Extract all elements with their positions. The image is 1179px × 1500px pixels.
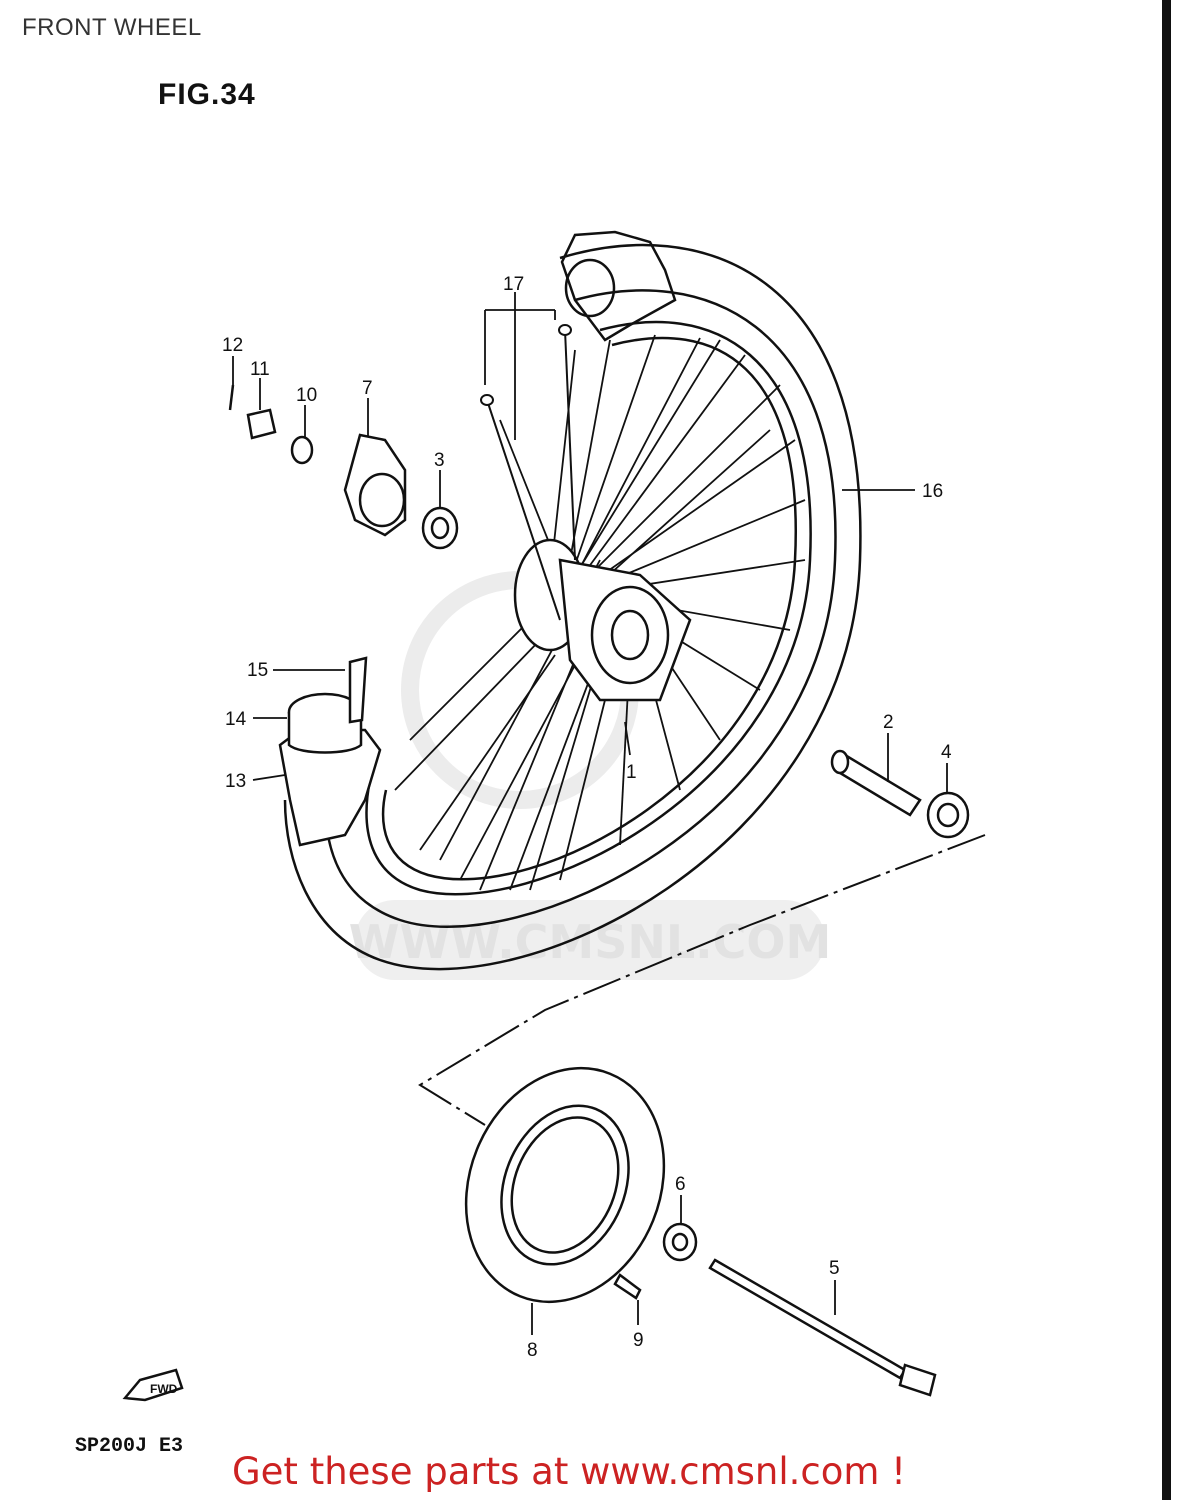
callout-4: 4 <box>941 742 952 763</box>
callout-9: 9 <box>633 1330 644 1351</box>
callout-11: 11 <box>250 359 270 380</box>
figure-label: FIG.34 <box>158 78 256 111</box>
callout-17: 17 <box>503 274 524 295</box>
callout-12: 12 <box>222 335 243 356</box>
callout-8: 8 <box>527 1340 538 1361</box>
axle-parts-bottom <box>613 1222 937 1397</box>
brake-disc <box>464 1066 666 1304</box>
callout-3: 3 <box>434 450 445 471</box>
leader-lines <box>232 292 948 1335</box>
callout-7: 7 <box>362 378 373 399</box>
page-border <box>1162 0 1171 1500</box>
fwd-badge: FWD <box>150 1382 178 1396</box>
hub <box>513 538 692 702</box>
watermark-text: WWW.CMSNL.COM <box>349 915 832 969</box>
tire <box>283 243 862 971</box>
callout-5: 5 <box>829 1258 840 1279</box>
callout-15: 15 <box>247 660 268 681</box>
tire-cutaway-top <box>560 230 677 342</box>
axle-parts-left <box>228 384 459 550</box>
axle-parts-right <box>830 749 970 839</box>
callout-14: 14 <box>225 709 247 730</box>
callout-16: 16 <box>922 481 943 502</box>
model-label: SP200J E3 <box>75 1435 184 1458</box>
callout-10: 10 <box>296 385 317 406</box>
callout-13: 13 <box>225 771 246 792</box>
cta-link[interactable]: Get these parts at www.cmsnl.com ! <box>232 1450 907 1493</box>
rim-locks <box>480 324 576 621</box>
callout-labels: 1 2 3 4 5 6 7 8 9 10 11 12 13 14 15 16 1… <box>222 274 952 1361</box>
callout-6: 6 <box>675 1174 686 1195</box>
tire-cutaway-left <box>278 656 382 847</box>
page-title: FRONT WHEEL <box>22 14 202 41</box>
callout-1: 1 <box>626 762 637 783</box>
alignment-lines <box>418 834 986 1126</box>
spokes <box>394 334 806 891</box>
fwd-arrow-icon: FWD <box>122 1368 184 1402</box>
callout-2: 2 <box>883 712 894 733</box>
